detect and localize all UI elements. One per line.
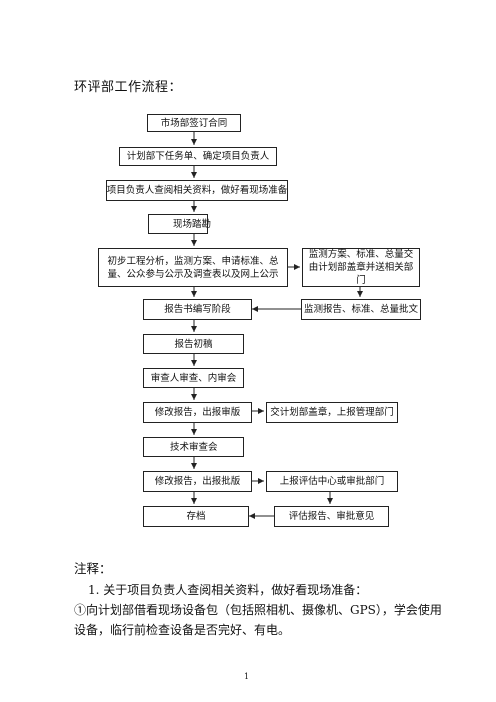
step-revise-for-approval: 修改报告，出报批版 — [143, 471, 252, 492]
page-number: 1 — [244, 672, 250, 681]
note-item-1-detail-line-1: ①向计划部借看现场设备包（包括照相机、摄像机、GPS），学会使用 — [74, 603, 442, 617]
step-archive: 存档 — [143, 506, 249, 527]
step-technical-review: 技术审查会 — [143, 437, 244, 457]
step-report-writing: 报告书编写阶段 — [143, 299, 252, 320]
step-draft-report: 报告初稿 — [143, 334, 244, 354]
step-issue-task: 计划部下任务单、确定项目负责人 — [119, 147, 277, 166]
side-step-monitoring-plan: 监测方案、标准、总量交由计划部盖章并送相关部门 — [302, 248, 420, 287]
note-item-1: 1. 关于项目负责人查阅相关资料，做好看现场准备： — [88, 583, 368, 597]
side-step-assessment-opinion: 评估报告、审批意见 — [274, 506, 389, 527]
document-heading: 环评部工作流程： — [74, 80, 183, 95]
step-preliminary-analysis: 初步工程分析，监测方案、申请标准、总量、公众参与公示及调查表以及网上公示 — [98, 248, 288, 287]
side-step-monitoring-approval: 监测报告、标准、总量批文 — [301, 299, 421, 320]
step-internal-review: 审查人审查、内审会 — [143, 368, 244, 388]
step-revise-for-review: 修改报告，出报审版 — [143, 402, 252, 423]
step-site-survey: 现场踏勘 — [148, 214, 211, 234]
step-review-materials: 项目负责人查阅相关资料，做好看现场准备 — [106, 180, 288, 201]
side-step-submit-to-authority: 上报评估中心或审批部门 — [266, 471, 398, 492]
notes-title: 注释： — [74, 561, 112, 576]
note-item-1-detail-line-2: 设备，临行前检查设备是否完好、有电。 — [74, 623, 291, 637]
step-sign-contract: 市场部签订合同 — [147, 114, 241, 132]
side-step-stamp-and-submit: 交计划部盖章，上报管理部门 — [266, 402, 398, 423]
